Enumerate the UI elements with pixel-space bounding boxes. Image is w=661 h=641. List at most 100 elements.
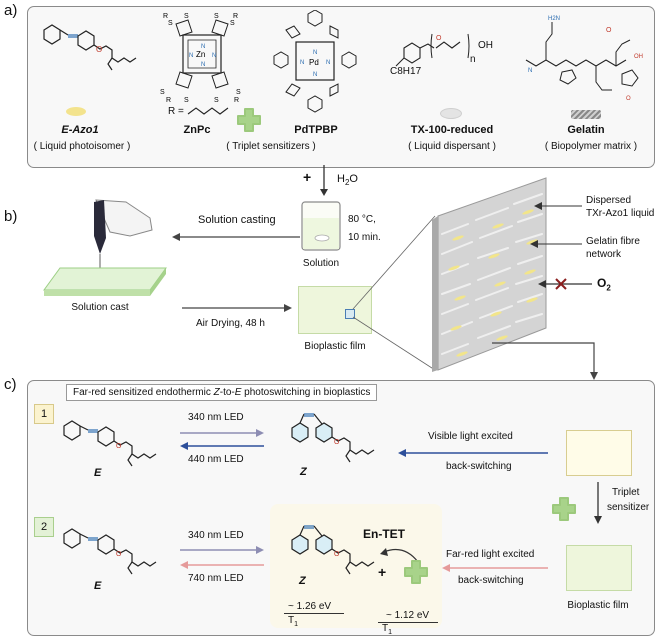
svg-text:S: S <box>214 13 219 20</box>
svg-text:H2N: H2N <box>548 16 560 22</box>
row2-film-swatch <box>566 545 632 591</box>
triplet-down-arrow <box>594 482 602 524</box>
gelatin-network-label-2: network <box>586 249 622 260</box>
svg-text:S: S <box>214 97 219 104</box>
svg-text:N: N <box>326 60 330 66</box>
row1-e-isomer: O <box>63 420 157 467</box>
row2-plus: + <box>378 564 387 580</box>
row1-e-label: E <box>94 467 102 479</box>
e-azo1-structure: O <box>43 24 137 71</box>
h2o-down-arrow <box>320 165 328 196</box>
dispersed-callout-arrow <box>534 202 582 210</box>
svg-text:N: N <box>313 50 317 56</box>
row2-excite-label-1: Far-red light excited <box>446 549 535 560</box>
zn-atom-label: Zn <box>196 50 205 59</box>
gelatin-fiber-swatch <box>571 110 601 119</box>
triplet-plus-icon <box>552 497 576 521</box>
energy-line-1 <box>284 613 344 614</box>
svg-text:O: O <box>96 45 102 54</box>
triplet-label-1: Triplet <box>612 487 640 498</box>
t1-label-2: T1 <box>382 623 393 636</box>
row1-excite-label-2: back-switching <box>446 461 512 472</box>
row2-number-badge: 2 <box>34 517 54 537</box>
e-azo1-droplet <box>66 107 86 116</box>
row2-z-label: Z <box>299 575 306 587</box>
tx100-role: ( Liquid dispersant ) <box>408 141 496 152</box>
solution-casting-arrow <box>172 233 300 241</box>
entet-label: En-TET <box>363 527 405 541</box>
solution-casting-label: Solution casting <box>198 214 276 226</box>
tx100-name: TX-100-reduced <box>410 124 494 136</box>
svg-text:S: S <box>184 97 189 104</box>
energy-line-2 <box>378 622 438 623</box>
gelatin-callout-arrow <box>530 240 582 248</box>
conditions-time: 10 min. <box>348 232 381 243</box>
row2-z-isomer: O <box>291 525 375 575</box>
pipette-hand-icon <box>94 199 153 268</box>
bioplastic-film-swatch <box>298 286 372 334</box>
panel-a-label: a) <box>4 2 18 19</box>
svg-text:N: N <box>528 68 532 74</box>
pdtpbp-structure: Pd N N N N <box>273 10 357 113</box>
svg-text:R: R <box>234 97 239 104</box>
solution-cast-label: Solution cast <box>71 302 129 313</box>
solution-label: Solution <box>302 258 340 269</box>
row2-excite-label-2: back-switching <box>458 575 524 586</box>
svg-text:S: S <box>236 89 241 96</box>
svg-text:N: N <box>212 53 216 59</box>
svg-text:R: R <box>166 97 171 104</box>
panel-c-title: Far-red sensitized endothermic Z-to-E ph… <box>66 384 378 401</box>
tx100-oh-label: OH <box>478 40 493 51</box>
svg-text:Pd: Pd <box>309 58 319 67</box>
row2-e-isomer: O <box>63 528 157 575</box>
row1-z-isomer: O <box>291 413 375 463</box>
row2-forward-label: 340 nm LED <box>188 530 244 541</box>
row1-film-swatch <box>566 430 632 476</box>
gelatin-name: Gelatin <box>567 124 605 136</box>
oxygen-blocked-arrow <box>538 278 592 290</box>
zoom-region-box <box>345 309 355 319</box>
svg-text:S: S <box>184 13 189 20</box>
dispersed-label-1: Dispersed <box>586 195 632 206</box>
bioplastic-film-label: Bioplastic film <box>304 341 366 352</box>
e-azo1-name: E-Azo1 <box>61 124 99 136</box>
e-azo1-role: ( Liquid photoisomer ) <box>33 141 131 152</box>
svg-text:O: O <box>626 96 631 102</box>
row2-excite-arrow <box>442 564 548 572</box>
svg-text:N: N <box>313 72 317 78</box>
energy-level-2: ~ 1.12 eV <box>386 610 430 621</box>
svg-text:O: O <box>116 551 122 558</box>
row1-number-badge: 1 <box>34 404 54 424</box>
row1-z-label: Z <box>300 466 307 478</box>
svg-text:O: O <box>606 27 612 34</box>
tx100-c8h17-label: C8H17 <box>390 66 422 77</box>
row1-excite-arrow <box>398 449 548 457</box>
panel-c-label: c) <box>4 376 17 393</box>
t1-label-1: T1 <box>288 615 299 628</box>
znpc-name: ZnPc <box>183 124 211 136</box>
row2-back-label: 740 nm LED <box>188 573 244 584</box>
hexyl-chain <box>187 107 229 115</box>
svg-text:R: R <box>233 13 238 20</box>
solution-cast-tray <box>43 267 167 296</box>
svg-text:O: O <box>334 439 340 446</box>
air-drying-arrow <box>182 304 292 312</box>
row1-excite-label-1: Visible light excited <box>428 431 513 442</box>
row2-sensitizer-icon <box>404 560 428 584</box>
row2-back-arrow <box>180 561 264 569</box>
row1-forward-arrow <box>180 429 264 437</box>
tx100-droplet <box>440 108 462 119</box>
solution-beaker <box>301 201 341 251</box>
conditions-temp: 80 °C, <box>348 214 376 225</box>
row1-forward-label: 340 nm LED <box>188 412 244 423</box>
svg-text:O: O <box>334 551 340 558</box>
air-drying-label: Air Drying, 48 h <box>196 318 265 329</box>
svg-text:OH: OH <box>634 54 643 60</box>
svg-text:N: N <box>189 53 193 59</box>
svg-text:O: O <box>116 443 122 450</box>
triplet-label-2: sensitizer <box>607 502 650 513</box>
tx100-n-label: n <box>470 54 476 65</box>
gelatin-role: ( Biopolymer matrix ) <box>544 141 638 152</box>
svg-text:R: R <box>163 13 168 20</box>
